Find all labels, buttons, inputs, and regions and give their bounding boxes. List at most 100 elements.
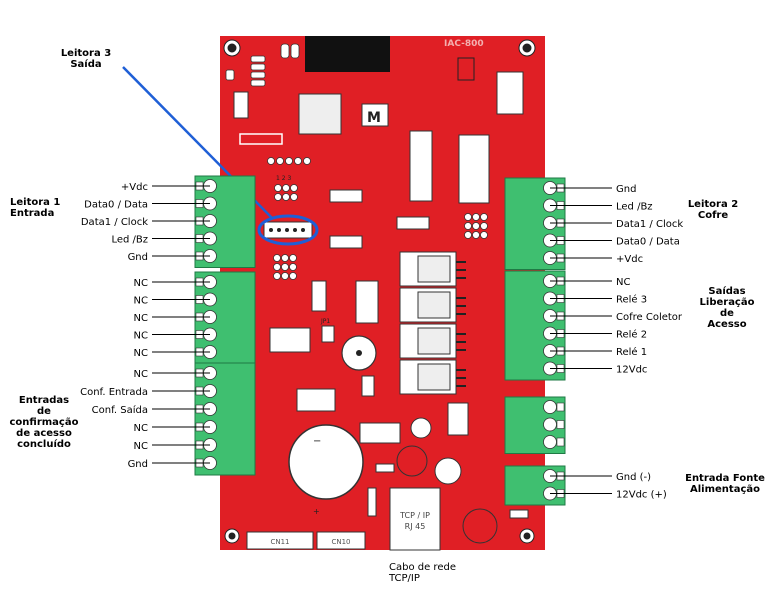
leitora1-pin-label: Led /Bz — [111, 235, 148, 246]
leitora1-pin-label: Data0 / Data — [84, 200, 148, 211]
cn11-connector — [246, 531, 314, 550]
saidas-header-line: Saídas — [708, 285, 745, 297]
relay-modules — [399, 251, 457, 395]
leitora1-pin-label: +Vdc — [121, 182, 148, 193]
trimmer — [410, 417, 432, 439]
cn11-label: CN11 — [270, 538, 289, 546]
round-relay — [462, 508, 498, 544]
electrolytic-cap — [288, 424, 364, 500]
chip-logo — [361, 103, 389, 127]
chip-lower-left — [296, 388, 336, 412]
header-pin-numbers: 1 2 3 — [276, 175, 291, 182]
rede-header-line: Cabo de rede — [389, 562, 456, 573]
inductor-a — [396, 445, 428, 477]
leitora3-pins — [269, 228, 305, 232]
entradas-pin-label: NC — [134, 369, 148, 380]
entradas-pin-label: Conf. Entrada — [80, 387, 148, 398]
cn10-connector — [316, 531, 366, 550]
header-row-top — [267, 157, 311, 165]
entradas-header-line: de acesso — [16, 428, 72, 439]
saidas-header-line: de — [720, 308, 734, 319]
saidas-pin-label: NC — [616, 277, 630, 288]
leitora3-header-line: Leitora 3 — [61, 48, 111, 59]
aux-pin-tab — [556, 420, 565, 429]
header-3x2 — [274, 184, 298, 201]
saidas-pin-label: Relé 2 — [616, 329, 647, 341]
saidas-pin-label: Relé 1 — [616, 346, 647, 358]
board-model-label: IAC-800 — [444, 39, 484, 49]
cap-plus: + — [313, 507, 320, 516]
aux-screw — [543, 417, 557, 432]
small-bar — [375, 463, 395, 473]
relay-left — [409, 130, 433, 202]
saidas-header-line: Acesso — [707, 319, 746, 330]
fonte-pin-label: 12Vdc (+) — [616, 490, 667, 501]
aux-screw — [543, 400, 557, 414]
crystal — [496, 71, 524, 115]
saidas-pin-label: Cofre Coletor — [616, 312, 683, 323]
resistor-net — [359, 422, 401, 444]
jumper-label: JP1 — [320, 318, 330, 325]
leitora1-pin-label: Data1 / Clock — [81, 217, 148, 228]
entradas-block — [194, 362, 256, 476]
fonte-header-line: Alimentação — [690, 484, 760, 495]
header-right-3x3 — [464, 213, 488, 239]
ic-soic-1 — [329, 189, 363, 203]
leitora1-header-line: Leitora 1 — [10, 197, 60, 208]
chip-mid-left — [269, 327, 311, 353]
entradas-header-line: de — [37, 406, 51, 417]
ic-soic-2 — [396, 216, 430, 230]
buzzer-center — [356, 350, 362, 356]
top-chip — [305, 36, 390, 72]
saidas-block — [504, 270, 566, 381]
nc-block-pin-label: NC — [134, 348, 148, 359]
aux-pin-tab — [556, 402, 565, 412]
saidas-pin-label: Relé 3 — [616, 294, 647, 306]
saidas-header-line: Liberação — [700, 297, 755, 308]
header-2pin — [233, 91, 249, 119]
logo-mark: M — [367, 110, 381, 126]
nc-block-pin-label: NC — [134, 331, 148, 342]
diode — [367, 487, 377, 517]
entradas-header-line: concluído — [17, 438, 71, 450]
fonte-header-line: Entrada Fonte — [685, 473, 765, 484]
leitora3-header-line: Saída — [70, 58, 101, 70]
leitora2-pin-label: Data0 / Data — [616, 237, 680, 248]
entradas-pin-label: NC — [134, 423, 148, 434]
relay-right — [458, 134, 490, 204]
rj45-jack — [389, 487, 441, 551]
reg-small — [457, 57, 475, 81]
leitora3-highlight — [257, 214, 319, 246]
leitora2-pin-label: Gnd — [616, 184, 636, 195]
entradas-header-line: confirmação — [10, 417, 79, 428]
rede-header-line: TCP/IP — [388, 573, 420, 584]
entradas-header-line: Entradas — [19, 395, 69, 406]
entradas-pin-label: NC — [134, 441, 148, 452]
leitora2-pin-label: Data1 / Clock — [616, 219, 683, 230]
aux-screw — [543, 435, 557, 449]
nc-block-pin-label: NC — [134, 278, 148, 289]
header-3x3 — [273, 254, 297, 280]
relay-module-leads — [456, 261, 466, 387]
rj45-label-2: RJ 45 — [405, 522, 426, 531]
cn10-label: CN10 — [331, 538, 350, 546]
inductor-b — [434, 457, 462, 485]
leitora2-header-line: Cofre — [698, 210, 728, 221]
nc-block-pin-label: NC — [134, 313, 148, 324]
power-connector-small — [509, 509, 529, 519]
entradas-pin-label: Gnd — [128, 459, 148, 470]
small-cap — [361, 375, 375, 397]
mount-holes — [223, 39, 536, 544]
opto — [447, 402, 469, 436]
fonte-pin-label: Gnd (-) — [616, 472, 651, 483]
entradas-pin-label: Conf. Saída — [92, 404, 148, 416]
top-header-resistors — [225, 43, 300, 87]
aux-pin-tab — [556, 437, 565, 447]
silk-bracket — [239, 133, 283, 145]
leitora2-header-line: Leitora 2 — [688, 199, 738, 210]
ic-soic-3 — [329, 235, 363, 249]
leitora2-pin-label: +Vdc — [616, 254, 643, 265]
jumper-block — [321, 325, 335, 343]
